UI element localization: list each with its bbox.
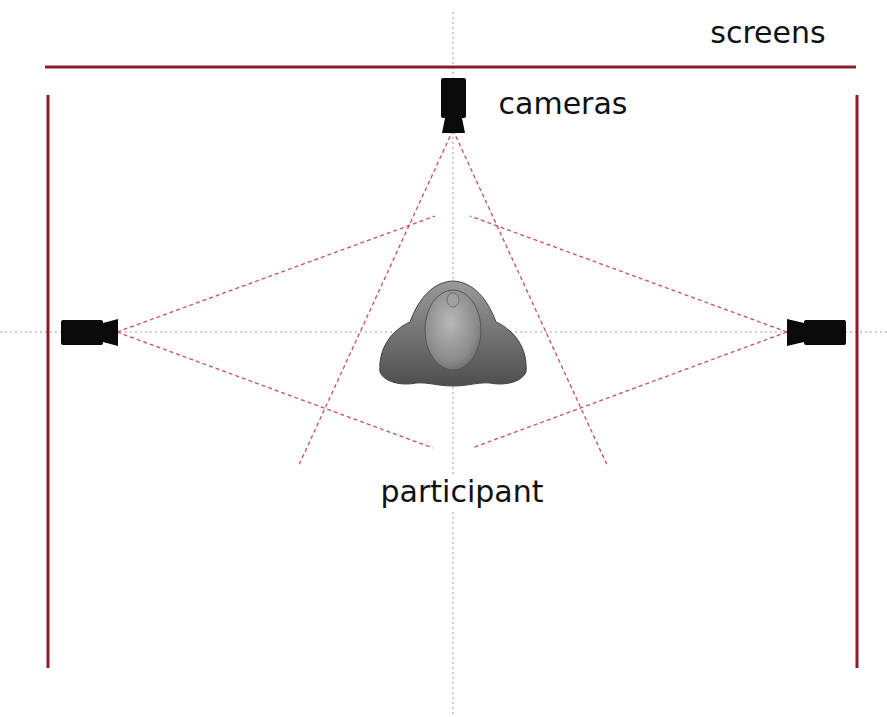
right-screen bbox=[856, 95, 859, 668]
view-line bbox=[470, 216, 787, 332]
camera-icon bbox=[787, 319, 846, 346]
cameras bbox=[61, 78, 846, 346]
axis-lines bbox=[0, 12, 887, 717]
screens bbox=[45, 67, 857, 668]
view-lines bbox=[117, 130, 787, 467]
front-screen bbox=[45, 66, 856, 69]
camera-icon bbox=[61, 319, 118, 346]
camera-icon bbox=[441, 78, 466, 133]
view-line bbox=[117, 216, 435, 332]
left-screen bbox=[47, 95, 50, 668]
screens-label: screens bbox=[707, 16, 828, 51]
cameras-label: cameras bbox=[496, 87, 631, 122]
participant-figure bbox=[380, 281, 526, 386]
participant-label: participant bbox=[378, 475, 547, 510]
